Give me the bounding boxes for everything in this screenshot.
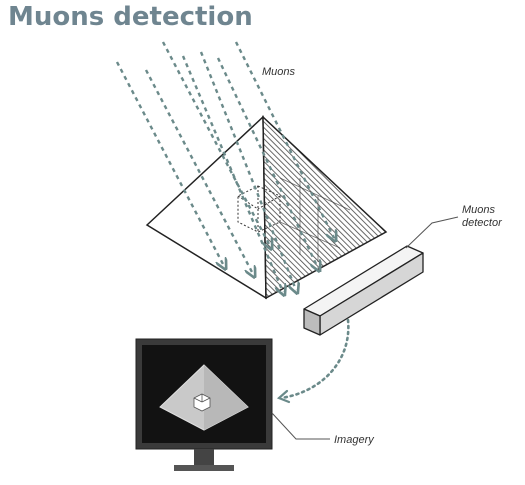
detector-label-line1: Muons: [462, 204, 496, 216]
muon-arrows: [115, 41, 334, 292]
signal-arrow: [279, 318, 350, 400]
muons-label: Muons: [262, 66, 296, 78]
detector-bar: [303, 245, 424, 336]
pyramid-right-face: [262, 115, 388, 300]
pyramid-left-face: [145, 115, 267, 300]
imagery-label: Imagery: [334, 434, 375, 446]
monitor-base: [174, 465, 234, 471]
detector-label-line2: detector: [462, 217, 503, 229]
imagery-leader-line: [271, 412, 330, 440]
detector-leader-line: [405, 216, 459, 249]
detector-end-face: [303, 308, 321, 336]
monitor-neck: [194, 449, 214, 465]
pyramid-chamber: [237, 185, 281, 233]
page-title: Muons detection: [8, 2, 253, 32]
pyramid-illustration: [145, 115, 388, 300]
monitor-icon: [135, 338, 273, 471]
